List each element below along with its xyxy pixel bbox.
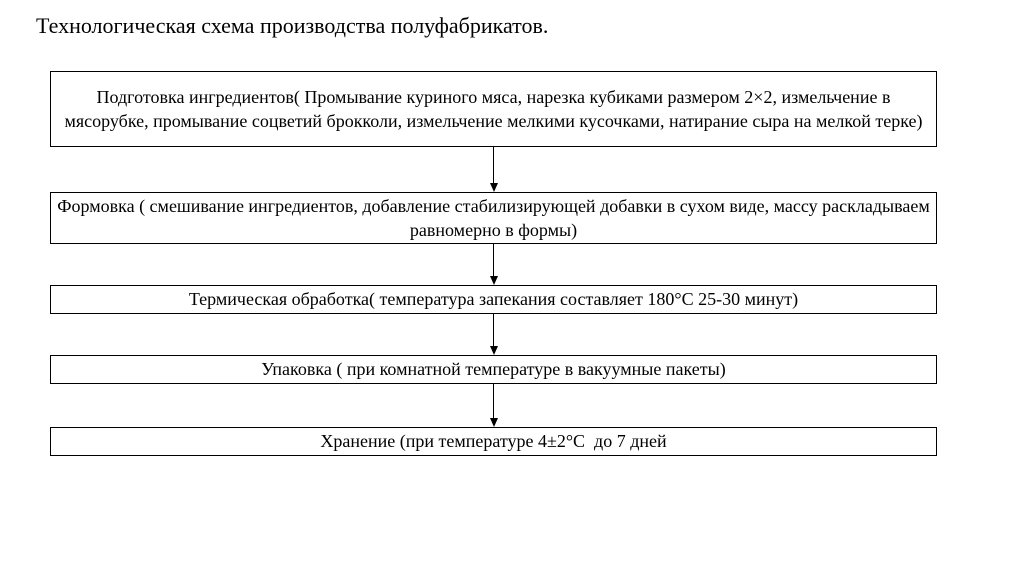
arrow-line	[492, 147, 495, 183]
arrow-head	[489, 276, 498, 285]
down-arrow-icon	[50, 314, 937, 355]
down-arrow-icon	[50, 244, 937, 285]
step-box-packaging: Упаковка ( при комнатной температуре в в…	[50, 355, 937, 384]
arrow-line	[492, 244, 495, 276]
step-box-preparation: Подготовка ингредиентов( Промывание кури…	[50, 71, 937, 147]
flowchart: Подготовка ингредиентов( Промывание кури…	[50, 71, 937, 456]
step-box-storage: Хранение (при температуре 4±2°С до 7 дне…	[50, 427, 937, 456]
page-title: Технологическая схема производства полуф…	[36, 13, 549, 38]
arrow-head	[489, 346, 498, 355]
down-arrow-icon	[50, 384, 937, 427]
arrow-line	[492, 314, 495, 346]
step-box-thermal-treatment: Термическая обработка( температура запек…	[50, 285, 937, 314]
arrow-line	[492, 384, 495, 418]
step-box-forming: Формовка ( смешивание ингредиентов, доба…	[50, 192, 937, 244]
down-arrow-icon	[50, 147, 937, 192]
arrow-head	[489, 418, 498, 427]
arrow-head	[489, 183, 498, 192]
